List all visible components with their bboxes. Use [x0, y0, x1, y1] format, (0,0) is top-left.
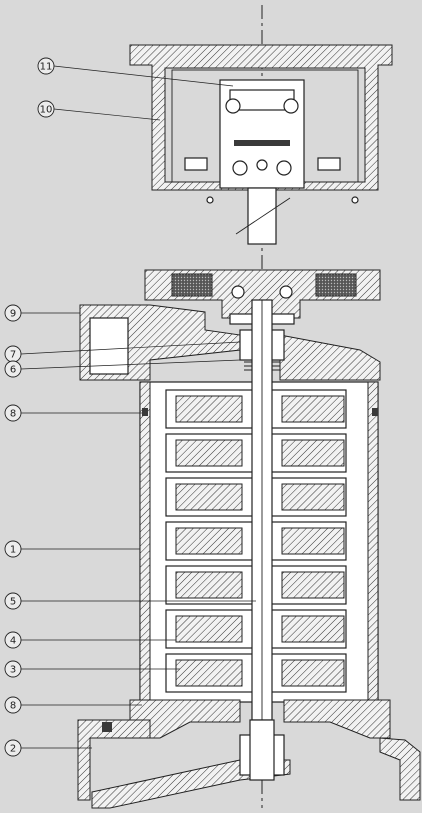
svg-text:8: 8 [10, 409, 16, 420]
pump-head [79, 269, 381, 381]
svg-text:3: 3 [10, 665, 16, 676]
callout-6: 6 [4, 359, 241, 378]
svg-text:5: 5 [10, 597, 16, 608]
callout-11: 11 [37, 57, 234, 87]
svg-text:2: 2 [10, 744, 16, 755]
callout-7: 7 [4, 341, 241, 363]
svg-text:7: 7 [10, 350, 16, 361]
svg-text:4: 4 [10, 636, 16, 647]
coupling [219, 79, 305, 189]
svg-text:10: 10 [40, 105, 53, 116]
svg-text:9: 9 [10, 309, 16, 320]
callout-1: 1 [4, 540, 140, 558]
callout-10: 10 [37, 100, 161, 121]
svg-text:8: 8 [10, 701, 16, 712]
callout-2: 2 [4, 739, 92, 757]
callout-3: 3 [4, 660, 180, 678]
callout-4: 4 [4, 631, 176, 649]
callout-8-top: 8 [4, 404, 142, 422]
pump-base [77, 699, 421, 809]
stage-stack [165, 389, 347, 693]
shaft-break [235, 187, 291, 245]
callout-5: 5 [4, 592, 256, 610]
pump-shaft [251, 299, 273, 721]
callout-9: 9 [4, 304, 80, 322]
svg-text:6: 6 [10, 365, 16, 376]
svg-text:1: 1 [10, 545, 16, 556]
callout-8-bottom: 8 [4, 696, 142, 714]
svg-text:11: 11 [40, 62, 53, 73]
